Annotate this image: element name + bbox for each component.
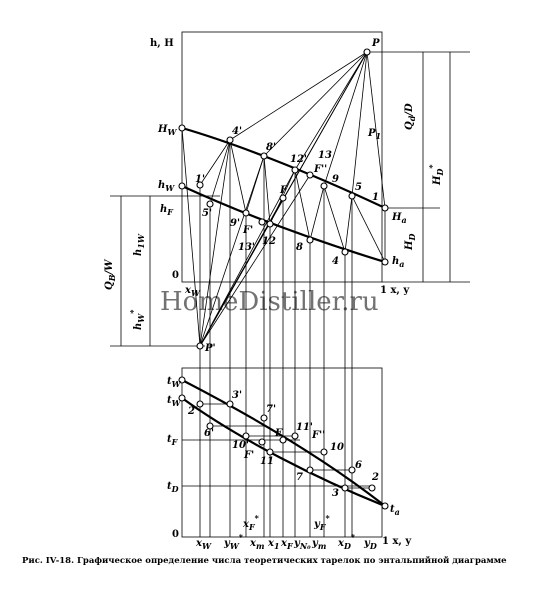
pt-12p: 12' bbox=[290, 154, 307, 165]
top-frame bbox=[181, 31, 383, 283]
label-t-w: tW bbox=[167, 395, 182, 408]
pt-4p: 4' bbox=[232, 126, 242, 137]
label-F-dprime-top: F'' bbox=[313, 164, 327, 175]
label-H-D-star: HD* bbox=[427, 164, 445, 186]
pt-6p: 6' bbox=[204, 428, 214, 439]
top-panel: h, H 0 1 x, y P P' P1 HW hW hF xW Ha ha … bbox=[104, 31, 470, 537]
pt-2: 2 bbox=[371, 472, 379, 483]
label-h-1W: h1W bbox=[133, 233, 146, 256]
label-t-F: tF bbox=[167, 434, 179, 447]
bubble-temperature-line bbox=[181, 397, 386, 508]
bottom-x-ticks: xW yW* xF* xm x1 xF yN₀ yF* ym xD* yD bbox=[195, 513, 377, 551]
label-F-prime-bottom: F' bbox=[243, 450, 254, 461]
pt-5: 5 bbox=[355, 182, 362, 193]
label-F-top: F bbox=[279, 185, 288, 196]
pt-5p: 5' bbox=[202, 208, 212, 219]
pt-10: 10 bbox=[330, 442, 344, 453]
tick-x-1: x1 bbox=[267, 538, 280, 551]
label-h-a: ha bbox=[392, 256, 404, 269]
label-P1: P1 bbox=[367, 128, 381, 141]
label-H-W: HW bbox=[157, 124, 177, 137]
tick-y-D: yD bbox=[363, 538, 377, 551]
label-x-W-top: xW bbox=[184, 285, 201, 298]
top-origin: 0 bbox=[172, 270, 179, 281]
pt-8p: 8' bbox=[266, 142, 276, 153]
tick-x-D-star: xD* bbox=[337, 532, 356, 551]
figure-caption: Рис. IV-18. Графическое определение числ… bbox=[22, 556, 507, 566]
tie-lines bbox=[199, 139, 386, 263]
pt-13p: 13' bbox=[238, 242, 255, 253]
label-P: P bbox=[371, 38, 380, 49]
bottom-frame bbox=[181, 367, 383, 538]
label-Qb-W: QB/W bbox=[104, 258, 117, 290]
label-t-D: tD bbox=[167, 481, 179, 494]
label-t-W: tW bbox=[167, 376, 182, 389]
bottom-markers bbox=[178, 376, 389, 510]
label-h-F: hF bbox=[160, 204, 174, 217]
label-F-bottom: F bbox=[274, 428, 283, 439]
pprime-rays bbox=[181, 127, 311, 347]
label-H-a: Ha bbox=[391, 212, 407, 225]
tick-x-F: xF bbox=[280, 538, 294, 551]
tick-y-F-star: yF* bbox=[313, 513, 331, 532]
pt-2p: 2' bbox=[187, 406, 198, 417]
pt-8: 8 bbox=[296, 242, 303, 253]
top-x-axis-label: 1 x, y bbox=[380, 285, 410, 296]
pt-7p: 7' bbox=[266, 404, 276, 415]
label-h-W-star: hW* bbox=[128, 309, 146, 330]
pt-13: 13 bbox=[318, 150, 332, 161]
label-t-a: ta bbox=[390, 504, 400, 517]
top-markers bbox=[178, 48, 389, 350]
pt-1: 1 bbox=[372, 192, 379, 203]
pt-9p: 9' bbox=[230, 218, 240, 229]
tick-x-W: xW bbox=[195, 538, 212, 551]
pt-6: 6 bbox=[355, 460, 362, 471]
pt-12: 12 bbox=[262, 236, 276, 247]
label-F-prime-top: F' bbox=[242, 225, 253, 236]
pt-9: 9 bbox=[332, 174, 339, 185]
pt-3: 3 bbox=[332, 488, 339, 499]
pt-3p: 3' bbox=[232, 390, 242, 401]
pt-7: 7 bbox=[296, 472, 303, 483]
tick-y-N0: yN₀ bbox=[293, 538, 311, 551]
label-h-W: hW bbox=[158, 180, 175, 193]
label-H-D: HD bbox=[404, 234, 417, 251]
bottom-origin: 0 bbox=[172, 529, 179, 540]
pt-11p: 11' bbox=[296, 422, 313, 433]
tick-y-W-star: yW* bbox=[223, 532, 244, 551]
y-axis-title: h, H bbox=[150, 38, 174, 49]
staircase bbox=[200, 403, 372, 489]
pt-4: 4 bbox=[332, 256, 339, 267]
bottom-panel: 0 1 x, y tW tW tF tD ta F F' F'' 3' 7' 1… bbox=[167, 367, 412, 551]
drop-lines bbox=[199, 140, 353, 537]
label-Qd-D: Qd/D bbox=[404, 103, 417, 130]
bottom-x-axis-label: 1 x, y bbox=[382, 536, 412, 547]
tick-x-m: xm bbox=[249, 538, 264, 551]
pt-11: 11 bbox=[260, 456, 274, 467]
label-F-dprime-bottom: F'' bbox=[311, 430, 325, 441]
dew-temperature-line bbox=[181, 379, 386, 507]
pt-1p: 1' bbox=[195, 174, 205, 185]
pt-10p: 10' bbox=[232, 440, 249, 451]
tick-y-m: ym bbox=[311, 538, 326, 551]
label-P-prime: P' bbox=[204, 343, 216, 354]
tick-x-F-star: xF* bbox=[242, 513, 260, 532]
